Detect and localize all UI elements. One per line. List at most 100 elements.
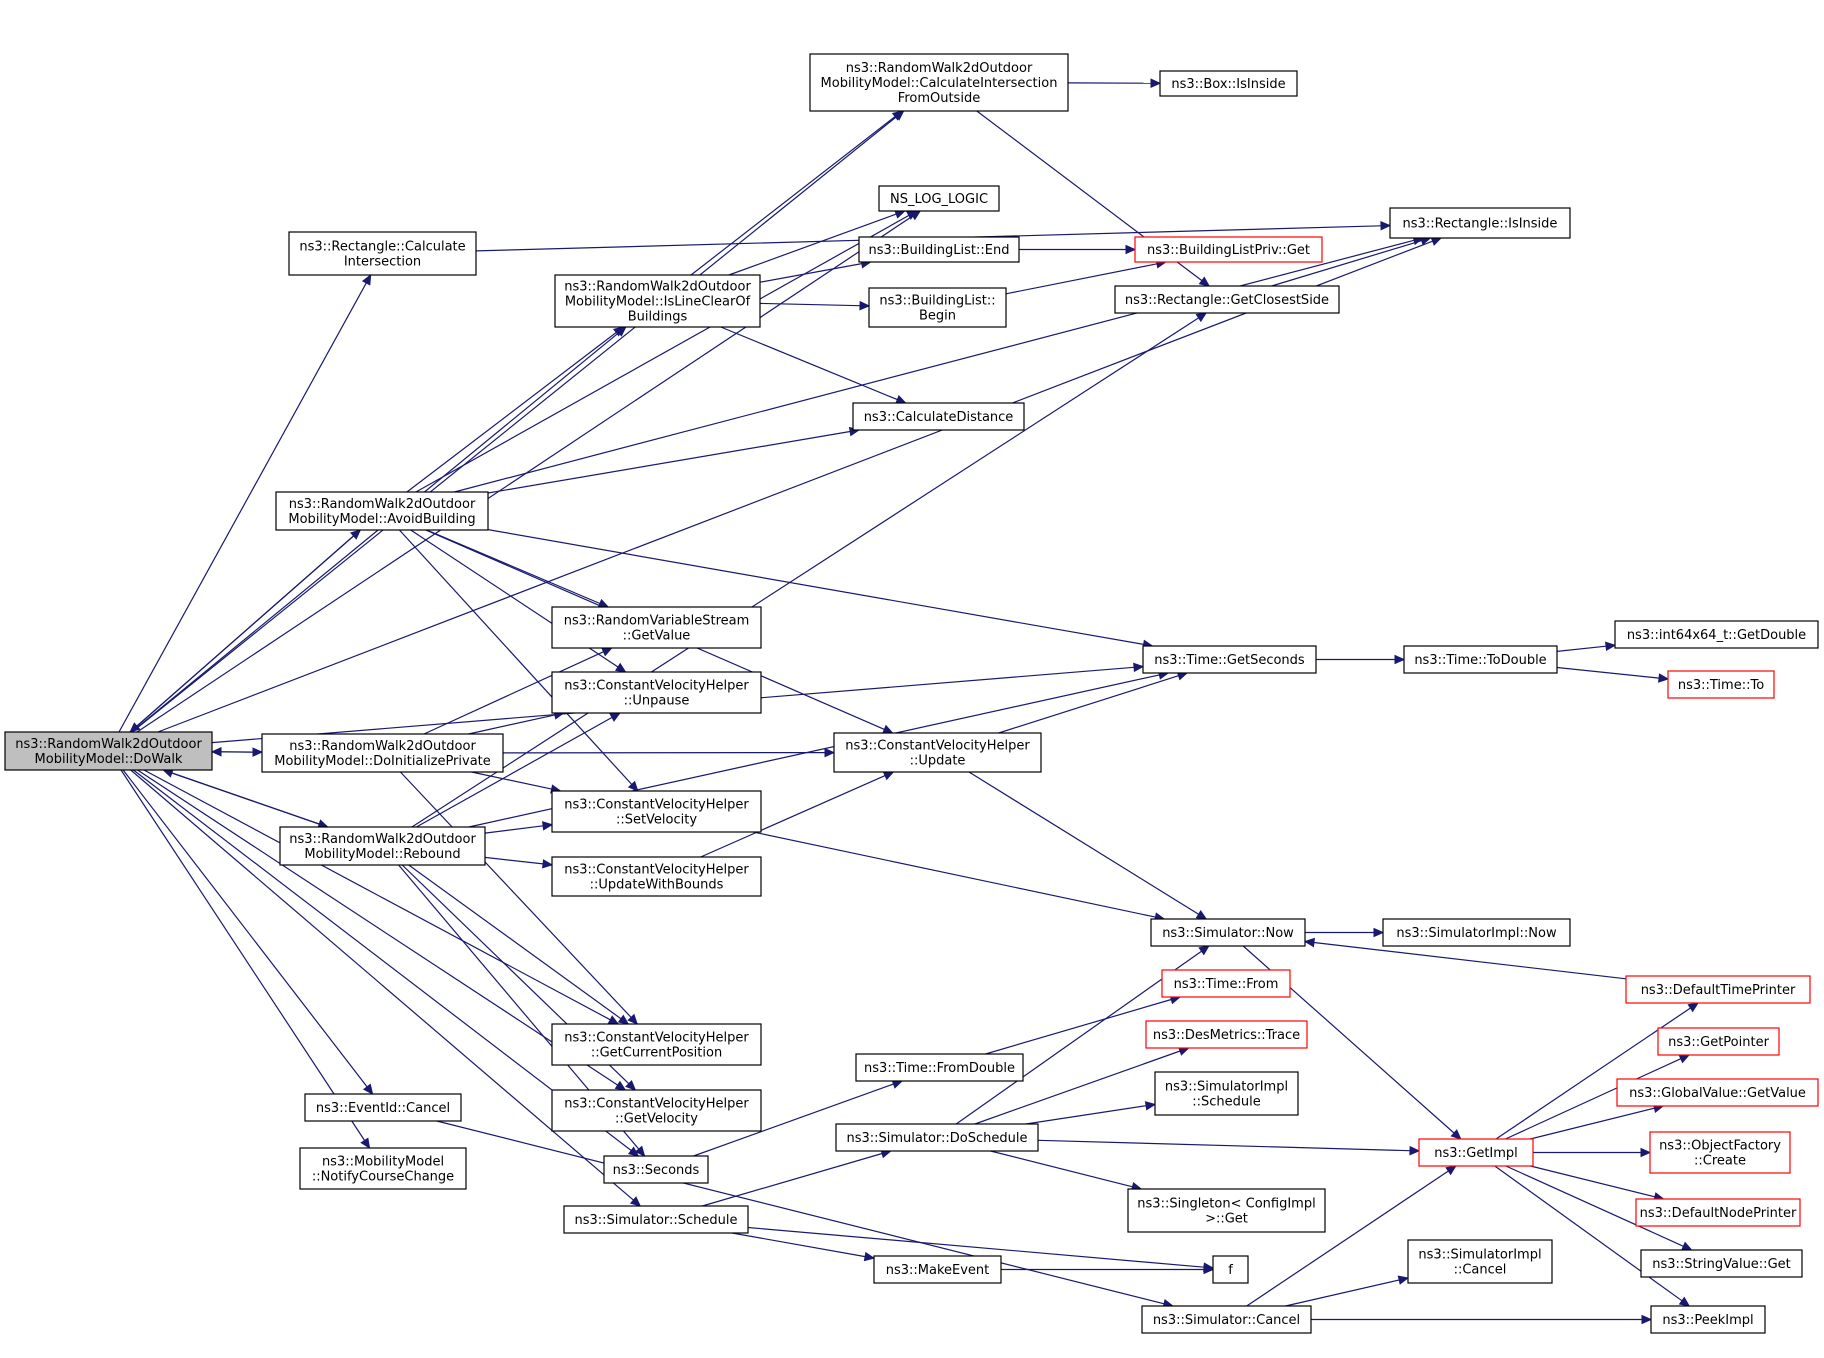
arrowhead-icon	[210, 747, 222, 757]
node-blend[interactable]: ns3::BuildingList::End	[858, 236, 1020, 263]
node-blprivget[interactable]: ns3::BuildingListPriv::Get	[1134, 236, 1323, 263]
node-box	[1127, 1188, 1326, 1233]
edge-islineclear-to-blend	[759, 263, 862, 283]
node-simcancel[interactable]: ns3::Simulator::Cancel	[1141, 1305, 1312, 1334]
node-label: ns3::Box::IsInside	[1171, 77, 1285, 92]
node-box	[299, 1147, 467, 1190]
edge-rebound-to-setvel	[484, 825, 544, 834]
arrowhead-icon	[1198, 276, 1211, 287]
node-setvel[interactable]: ns3::ConstantVelocityHelper::SetVelocity	[551, 790, 762, 833]
node-updbounds[interactable]: ns3::ConstantVelocityHelper::UpdateWithB…	[551, 856, 762, 897]
node-simimplcancel[interactable]: ns3::SimulatorImpl::Cancel	[1407, 1239, 1553, 1284]
node-islineclear[interactable]: ns3::RandomWalk2dOutdoorMobilityModel::I…	[554, 274, 761, 328]
node-rectcalc[interactable]: ns3::Rectangle::CalculateIntersection	[288, 231, 477, 276]
node-closestside[interactable]: ns3::Rectangle::GetClosestSide	[1114, 285, 1340, 314]
node-singleton[interactable]: ns3::Singleton< ConfigImpl >::Get	[1127, 1188, 1326, 1233]
node-todouble[interactable]: ns3::Time::ToDouble	[1403, 645, 1558, 674]
node-nslog[interactable]: NS_LOG_LOGIC	[878, 185, 1000, 212]
edge-getimpl-to-stringget	[1505, 1165, 1684, 1247]
node-cvhupdate[interactable]: ns3::ConstantVelocityHelper::Update	[833, 732, 1042, 773]
node-blbegin[interactable]: ns3::BuildingList::Begin	[868, 287, 1007, 328]
node-box	[279, 826, 486, 866]
arrowhead-icon	[824, 747, 836, 758]
edge-simcancel-to-simimplcancel	[1285, 1279, 1400, 1307]
node-box	[1114, 285, 1340, 314]
node-unpause[interactable]: ns3::ConstantVelocityHelper::Unpause	[551, 671, 762, 714]
node-notifycc[interactable]: ns3::MobilityModel::NotifyCourseChange	[299, 1147, 467, 1190]
node-getvel[interactable]: ns3::ConstantVelocityHelper::GetVelocity	[551, 1089, 762, 1132]
node-desmetrics[interactable]: ns3::DesMetrics::Trace	[1145, 1020, 1308, 1049]
edge-dowalk-to-eventcancel	[122, 769, 368, 1088]
node-calcfromout[interactable]: ns3::RandomWalk2dOutdoorMobilityModel::C…	[809, 53, 1069, 112]
node-label: ns3::EventId::Cancel	[316, 1101, 450, 1116]
node-doinit[interactable]: ns3::RandomWalk2dOutdoorMobilityModel::D…	[261, 733, 504, 773]
node-ffunc[interactable]: f	[1212, 1255, 1249, 1284]
node-box	[275, 491, 489, 531]
node-rebound[interactable]: ns3::RandomWalk2dOutdoorMobilityModel::R…	[279, 826, 486, 866]
node-timeto[interactable]: ns3::Time::To	[1667, 670, 1775, 699]
edge-getimpl-to-getpointer	[1505, 1058, 1682, 1140]
node-rectinside[interactable]: ns3::Rectangle::IsInside	[1389, 207, 1571, 239]
node-globalget[interactable]: ns3::GlobalValue::GetValue	[1616, 1078, 1819, 1107]
arrowhead-icon	[1373, 927, 1385, 938]
node-fromdouble[interactable]: ns3::Time::FromDouble	[855, 1053, 1024, 1082]
node-getseconds[interactable]: ns3::Time::GetSeconds	[1142, 645, 1317, 674]
node-simnow[interactable]: ns3::Simulator::Now	[1150, 918, 1306, 947]
node-dowalk[interactable]: ns3::RandomWalk2dOutdoorMobilityModel::D…	[4, 731, 213, 771]
node-label: ::Cancel	[1454, 1263, 1507, 1278]
node-label: ::GetVelocity	[615, 1112, 698, 1127]
node-int64get[interactable]: ns3::int64x64_t::GetDouble	[1614, 620, 1819, 649]
arrowhead-icon	[1144, 1101, 1157, 1111]
node-getpointer[interactable]: ns3::GetPointer	[1657, 1027, 1780, 1056]
arrowhead-icon	[1195, 909, 1208, 920]
node-objcreate[interactable]: ns3::ObjectFactory::Create	[1649, 1131, 1791, 1174]
arrowhead-icon	[1678, 1296, 1691, 1307]
edge-doinit-to-rvsget	[423, 651, 604, 735]
node-box	[858, 236, 1020, 263]
node-avoid[interactable]: ns3::RandomWalk2dOutdoorMobilityModel::A…	[275, 491, 489, 531]
edge-simsched-to-ffunc	[747, 1226, 1205, 1268]
edge-getimpl-to-peekimpl	[1494, 1165, 1683, 1302]
node-box	[1625, 975, 1811, 1004]
node-box	[1134, 236, 1323, 263]
node-getcurpos[interactable]: ns3::ConstantVelocityHelper::GetCurrentP…	[551, 1023, 762, 1066]
node-calcdist[interactable]: ns3::CalculateDistance	[852, 402, 1025, 431]
node-getimpl[interactable]: ns3::GetImpl	[1418, 1138, 1534, 1167]
node-label: MobilityModel::DoWalk	[35, 752, 183, 767]
arrowhead-icon	[1658, 673, 1670, 683]
edge-dosched-to-singleton	[990, 1150, 1133, 1188]
node-box	[1389, 207, 1571, 239]
edge-deftimeprinter-to-simnow	[1313, 941, 1627, 980]
node-box	[878, 185, 1000, 212]
arrowhead-icon	[1445, 1165, 1457, 1176]
arrowhead-icon	[601, 647, 613, 657]
node-simimplsched[interactable]: ns3::SimulatorImpl::Schedule	[1154, 1071, 1299, 1116]
node-simimplnow[interactable]: ns3::SimulatorImpl::Now	[1382, 918, 1571, 947]
node-label: ns3::RandomWalk2dOutdoor	[289, 739, 476, 754]
arrowhead-icon	[1640, 1147, 1652, 1158]
node-seconds[interactable]: ns3::Seconds	[603, 1155, 709, 1184]
node-dosched[interactable]: ns3::Simulator::DoSchedule	[835, 1123, 1039, 1152]
node-label: ns3::Time::ToDouble	[1414, 653, 1546, 668]
node-rvsget[interactable]: ns3::RandomVariableStream::GetValue	[551, 606, 762, 649]
node-boxinside[interactable]: ns3::Box::IsInside	[1159, 70, 1298, 97]
node-label: Buildings	[628, 310, 688, 325]
edge-islineclear-to-calcfromout	[690, 116, 896, 276]
node-defnodeprinter[interactable]: ns3::DefaultNodePrinter	[1635, 1198, 1801, 1227]
node-timefrom[interactable]: ns3::Time::From	[1161, 969, 1291, 998]
node-stringget[interactable]: ns3::StringValue::Get	[1640, 1249, 1803, 1278]
node-label: ns3::Rectangle::Calculate	[299, 240, 465, 255]
arrowhead-icon	[360, 1137, 371, 1150]
node-label: ns3::ObjectFactory	[1659, 1139, 1781, 1154]
node-label: ns3::ConstantVelocityHelper	[564, 798, 749, 813]
node-label: NS_LOG_LOGIC	[890, 192, 988, 207]
node-label: ns3::MobilityModel	[322, 1155, 444, 1170]
node-deftimeprinter[interactable]: ns3::DefaultTimePrinter	[1625, 975, 1811, 1004]
arrowhead-icon	[361, 273, 372, 286]
node-makeevent[interactable]: ns3::MakeEvent	[873, 1255, 1002, 1284]
node-label: ns3::BuildingList::End	[869, 243, 1010, 258]
node-eventcancel[interactable]: ns3::EventId::Cancel	[304, 1093, 462, 1122]
node-peekimpl[interactable]: ns3::PeekImpl	[1650, 1305, 1766, 1334]
node-simsched[interactable]: ns3::Simulator::Schedule	[563, 1205, 749, 1234]
edge-avoid-to-islineclear	[406, 332, 617, 493]
